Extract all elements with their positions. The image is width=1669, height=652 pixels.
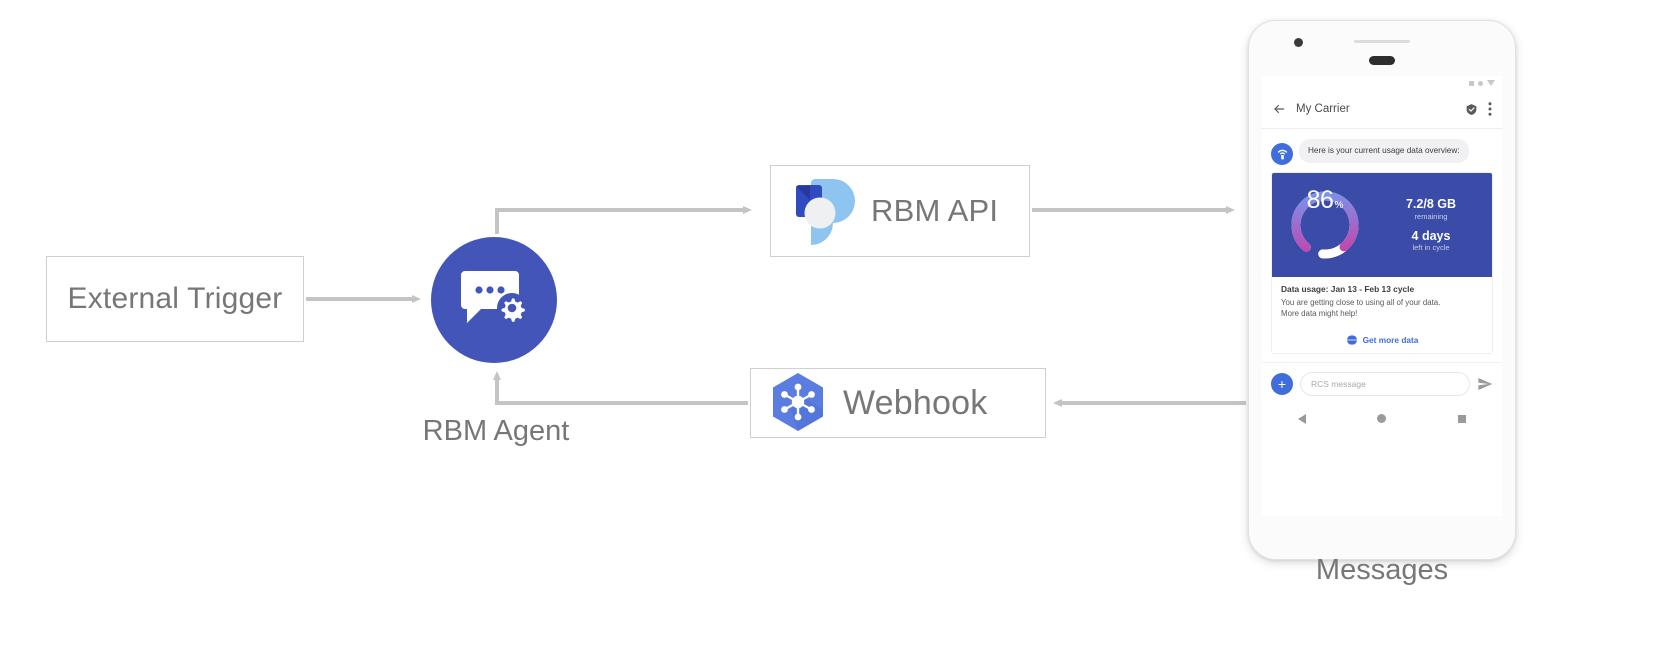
signal-icon	[1469, 80, 1474, 86]
rich-card-body: Data usage: Jan 13 - Feb 13 cycle You ar…	[1272, 277, 1492, 325]
conversation-title: My Carrier	[1296, 103, 1350, 115]
conversation-area: Here is your current usage data overview…	[1262, 129, 1502, 354]
rich-card[interactable]: 86 % 7.2/8 GB remaining 4 days lef	[1271, 172, 1493, 354]
globe-icon	[1345, 334, 1358, 346]
rcs-message-placeholder: RCS message	[1311, 378, 1366, 389]
back-arrow-icon[interactable]	[1272, 102, 1286, 116]
message-composer: + RCS message	[1262, 361, 1502, 405]
android-nav-bar	[1262, 404, 1502, 433]
get-more-data-button[interactable]: Get more data	[1272, 325, 1492, 353]
phone-screen: My Carrier	[1262, 76, 1502, 516]
webhook-hexagon-icon	[773, 373, 823, 431]
stat-days-label: left in cycle	[1412, 242, 1450, 252]
webhook-label: Webhook	[843, 383, 988, 422]
get-more-data-label: Get more data	[1362, 334, 1419, 345]
earpiece	[1369, 56, 1395, 65]
overflow-menu-icon[interactable]	[1488, 102, 1492, 116]
speaker-grill	[1354, 40, 1410, 43]
rich-card-title: Data usage: Jan 13 - Feb 13 cycle	[1281, 284, 1415, 294]
node-rbm-agent[interactable]	[431, 237, 557, 363]
phone-caption: Messages	[1315, 554, 1449, 586]
gauge-percent-text: 86 %	[1286, 186, 1364, 264]
incoming-message-row: Here is your current usage data overview…	[1271, 139, 1493, 165]
gauge-percent-value: 86	[1306, 186, 1334, 214]
nav-home-icon[interactable]	[1377, 414, 1387, 424]
stat-data-value: 7.2/8 GB	[1405, 197, 1457, 212]
node-webhook[interactable]: Webhook	[750, 368, 1046, 438]
rich-card-text-line1: You are getting close to using all of yo…	[1281, 298, 1441, 307]
node-rbm-api[interactable]: RBM API	[770, 165, 1030, 257]
rbm-droplet-logo	[796, 179, 855, 245]
send-icon[interactable]	[1477, 376, 1493, 392]
wifi-icon	[1478, 80, 1483, 86]
stat-days-left: 4 days left in cycle	[1370, 229, 1492, 253]
nav-recents-icon[interactable]	[1458, 414, 1467, 423]
carrier-avatar-icon	[1271, 143, 1293, 165]
app-bar: My Carrier	[1262, 90, 1502, 129]
rich-card-header: 86 % 7.2/8 GB remaining 4 days lef	[1272, 173, 1492, 277]
gauge-percent-symbol: %	[1334, 200, 1344, 211]
attach-plus-button[interactable]: +	[1271, 372, 1293, 395]
rbm-api-label: RBM API	[871, 193, 999, 228]
front-camera-icon	[1294, 38, 1303, 47]
phone-mockup: My Carrier	[1248, 20, 1516, 560]
rbm-agent-label: RBM Agent	[422, 415, 570, 447]
rcs-message-input[interactable]: RCS message	[1300, 371, 1470, 396]
message-bubble: Here is your current usage data overview…	[1299, 139, 1469, 163]
nav-back-icon[interactable]	[1297, 413, 1306, 424]
status-bar	[1262, 76, 1502, 90]
battery-icon	[1487, 80, 1495, 86]
data-usage-gauge: 86 %	[1286, 186, 1364, 264]
verified-shield-icon[interactable]	[1465, 103, 1478, 116]
rich-card-text-line2: More data might help!	[1281, 309, 1358, 319]
stat-data-label: remaining	[1414, 211, 1448, 221]
stat-data-remaining: 7.2/8 GB remaining	[1370, 197, 1492, 221]
node-external-trigger[interactable]: External Trigger	[46, 256, 304, 342]
stat-days-value: 4 days	[1411, 228, 1451, 243]
external-trigger-label: External Trigger	[67, 282, 283, 315]
usage-stats: 7.2/8 GB remaining 4 days left in cycle	[1364, 190, 1492, 259]
chat-gear-icon	[461, 271, 527, 323]
